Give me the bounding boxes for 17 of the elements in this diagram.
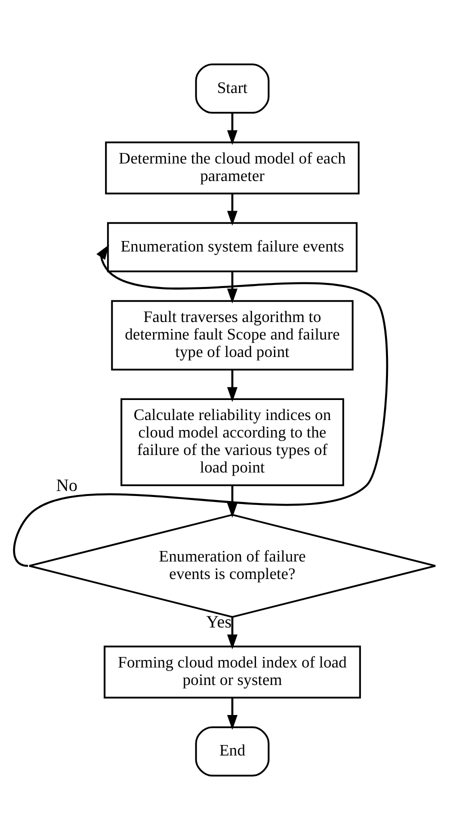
- arrow: [227, 616, 238, 649]
- arrow: [227, 485, 238, 518]
- arrow: [13, 244, 388, 566]
- node-box: Forming cloud model index of load point or system: [104, 645, 361, 698]
- node-box: Enumeration system failure events: [107, 222, 358, 272]
- node-box: End: [195, 726, 270, 776]
- node-box: Determine the cloud model of each parameter: [105, 140, 360, 194]
- node-box: Fault traverses algorithm to determine fault Scope and failure type of load point: [111, 300, 354, 370]
- arrow: [227, 369, 238, 402]
- node-diamond: Enumeration of failure events is complete?: [28, 513, 436, 618]
- node-box: Calculate reliability indices on cloud model according to the failure of the various types of load point: [120, 398, 344, 486]
- node-box: Start: [195, 63, 270, 114]
- arrow: [227, 270, 238, 303]
- arrow: [227, 112, 238, 145]
- arrow: [227, 697, 238, 730]
- arrow: [227, 193, 238, 226]
- edge-label: No: [56, 474, 78, 495]
